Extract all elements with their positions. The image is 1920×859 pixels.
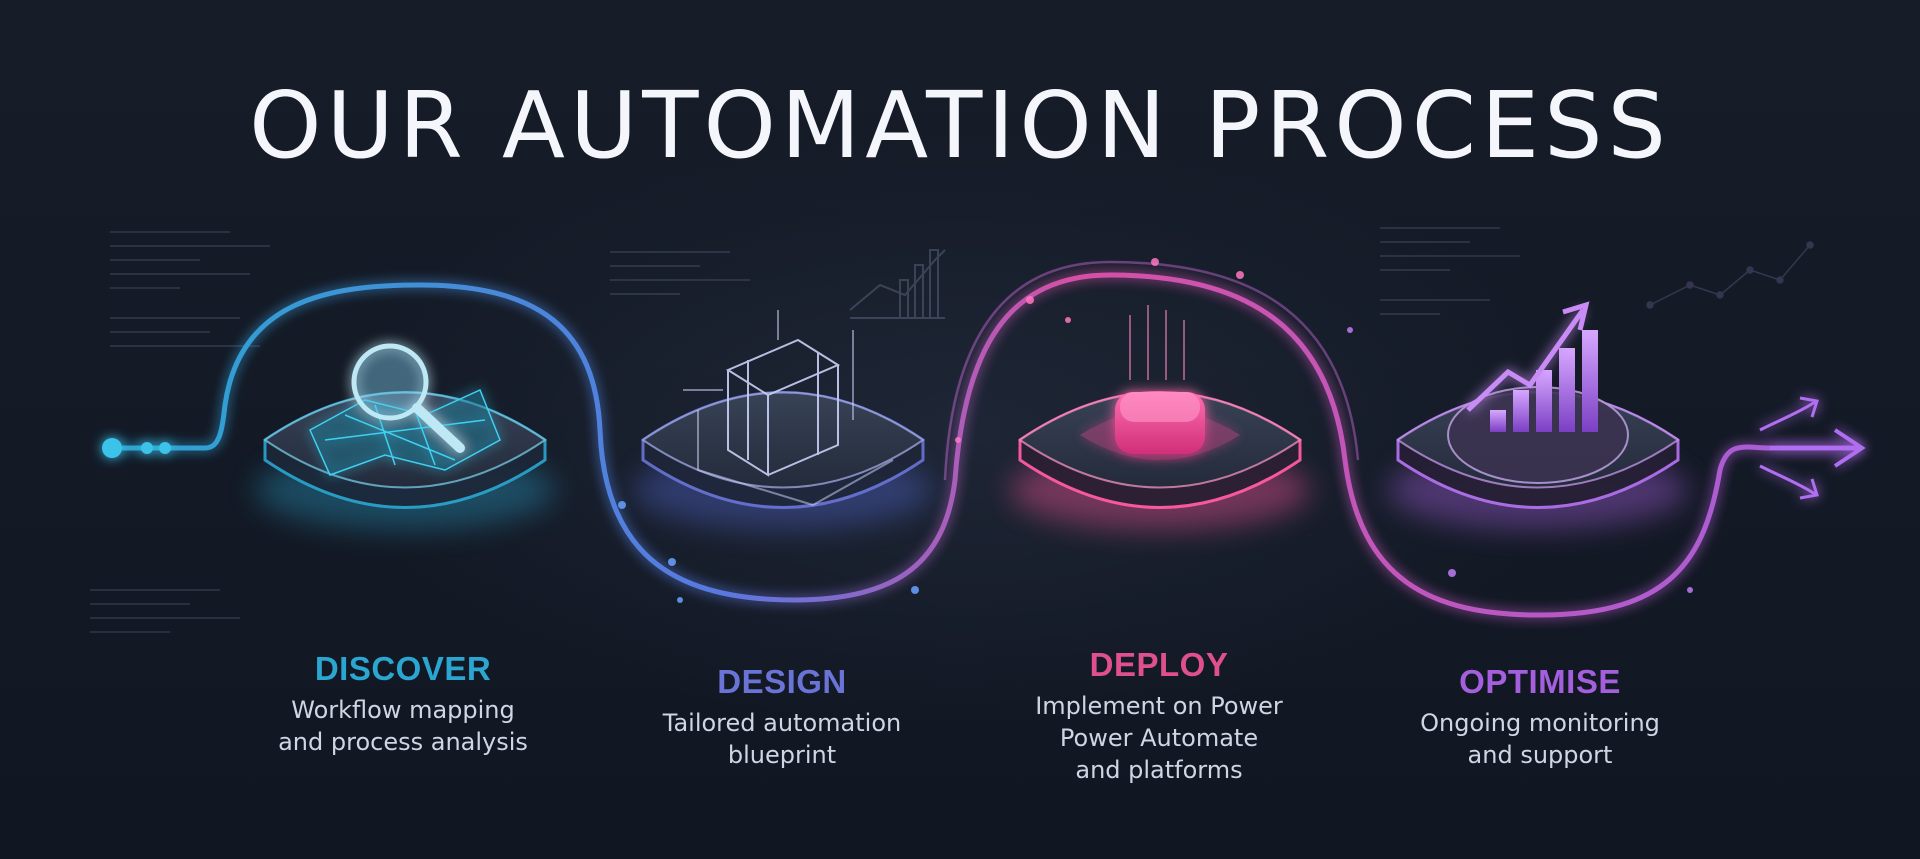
step-optimise: OPTIMISE Ongoing monitoring and support [1370, 663, 1710, 771]
background-chart-icon [849, 249, 946, 319]
deploy-platform [1010, 305, 1310, 530]
glowing-button-icon [1080, 305, 1240, 460]
step-heading-deploy: DEPLOY [1089, 646, 1229, 683]
process-flow-echo-line [943, 260, 1360, 481]
wireframe-blueprint-icon [683, 310, 894, 507]
magnifier-over-map-icon [309, 343, 501, 476]
step-description-deploy: Implement on Power Power Automate and pl… [1035, 692, 1283, 784]
background-network-icon [1646, 241, 1814, 309]
optimise-platform [1388, 301, 1688, 530]
step-heading-discover: DISCOVER [314, 650, 492, 687]
step-deploy: DEPLOY Implement on Power Power Automate… [989, 646, 1329, 786]
process-flow-line [112, 272, 1860, 618]
page-title: OUR AUTOMATION PROCESS [249, 72, 1671, 179]
step-description-optimise: Ongoing monitoring and support [1420, 709, 1660, 769]
rising-bar-chart-icon [1447, 301, 1629, 484]
step-heading-design: DESIGN [717, 663, 847, 700]
step-description-design: Tailored automation blueprint [662, 709, 902, 769]
step-heading-optimise: OPTIMISE [1459, 663, 1621, 700]
step-design: DESIGN Tailored automation blueprint [612, 663, 952, 771]
step-discover: DISCOVER Workflow mapping and process an… [233, 650, 573, 758]
end-arrow-icon [1759, 396, 1866, 500]
design-platform [633, 310, 933, 530]
flow-sparkle-dots-blue [618, 501, 919, 603]
flow-sparkle-dots-purple [1347, 327, 1693, 593]
step-description-discover: Workflow mapping and process analysis [278, 696, 528, 756]
start-nodes [102, 438, 171, 458]
flow-sparkle-dots [955, 258, 1244, 443]
discover-platform [255, 343, 555, 530]
background-code-lines [90, 227, 1520, 633]
